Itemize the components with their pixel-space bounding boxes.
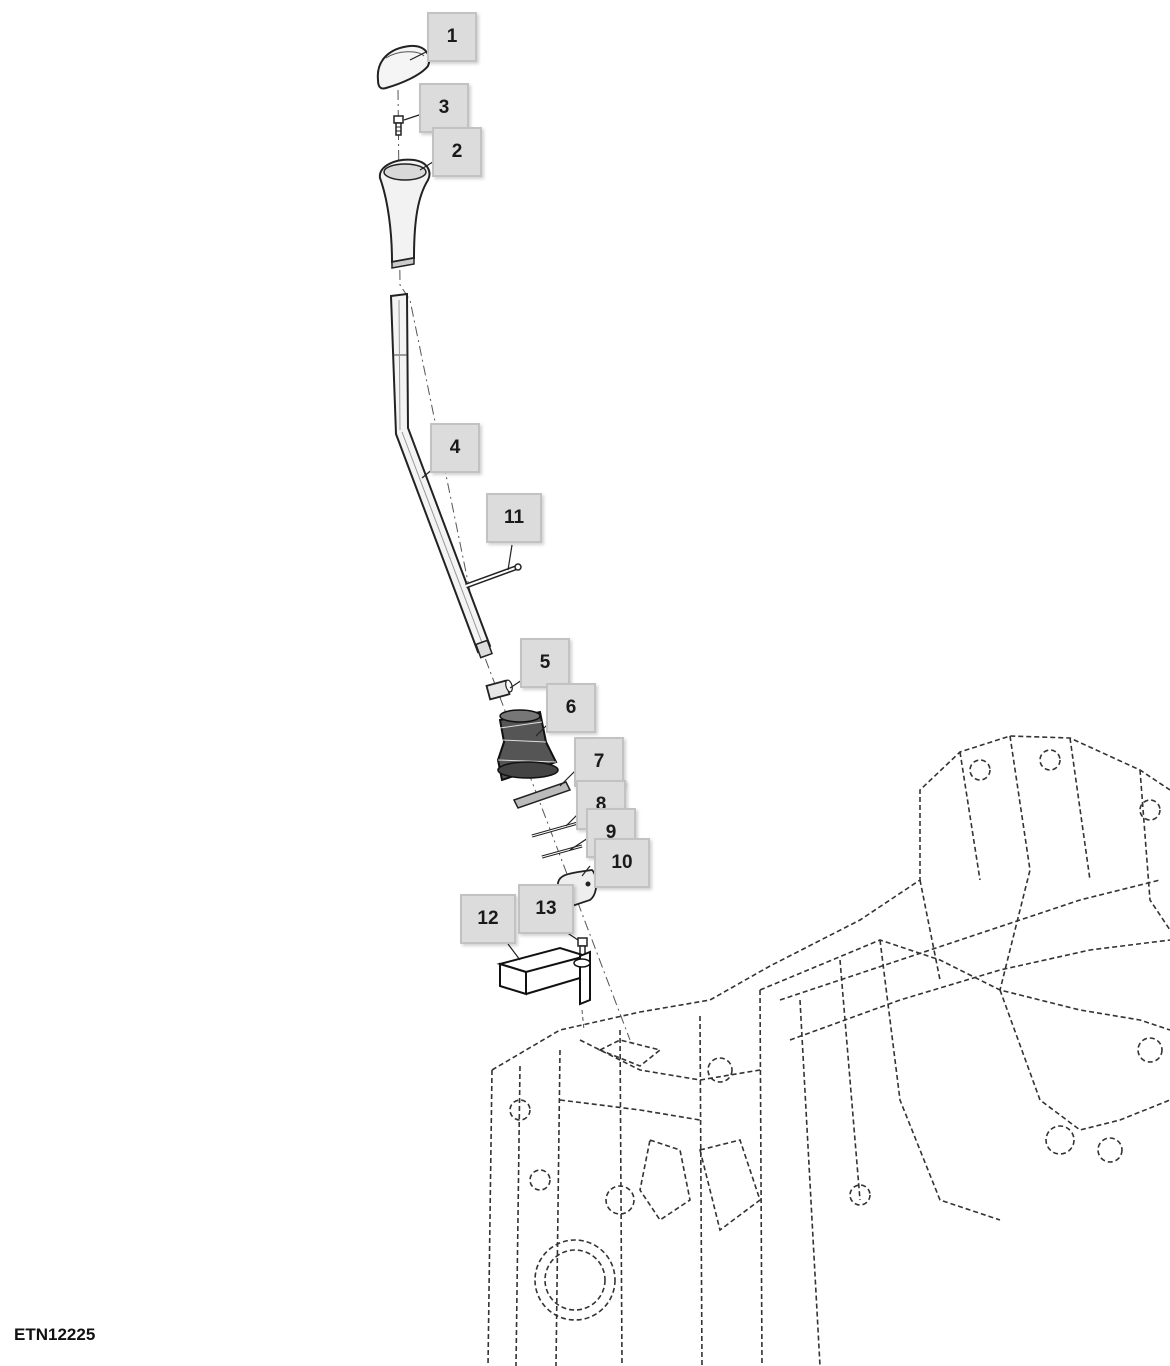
part-12-bracket [496,946,591,1031]
callout-3: 3 [419,83,469,133]
callout-12: 12 [460,894,516,944]
callout-8: 8 [576,780,626,830]
callout-10: 10 [594,838,650,888]
callout-7: 7 [574,737,624,787]
callout-1: 1 [427,12,477,62]
part-11-pin [465,563,522,589]
part-9-pin [541,844,583,859]
part-5-bushing [485,679,513,701]
part-4-shift-lever [389,292,493,659]
figure-id-label: ETN12225 [14,1325,96,1344]
part-8-pin [531,821,579,838]
callout-4: 4 [430,423,480,473]
transmission-housing [487,735,1170,1366]
callout-11: 11 [486,493,542,543]
part-7-rod [512,781,572,809]
callout-6: 6 [546,683,596,733]
part-2-knob [378,158,431,269]
part-6-rubber-boot [496,709,559,782]
assembly-centerline [397,89,631,1041]
callout-5: 5 [520,638,570,688]
callout-13: 13 [518,884,574,934]
part-3-screw [393,115,404,136]
callout-2: 2 [432,127,482,177]
